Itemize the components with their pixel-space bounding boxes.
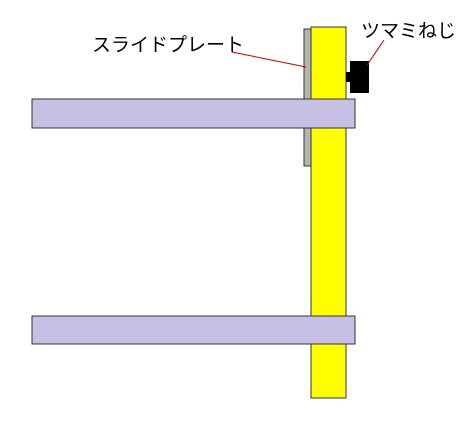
knob-screw-stem (346, 72, 351, 82)
knob-screw-label: ツマミねじ (361, 20, 456, 42)
knob-screw-leader-line (366, 39, 385, 66)
slide-plate-leader-line (231, 51, 307, 68)
slide-plate (303, 28, 312, 167)
slide-plate-label: スライドプレート (92, 34, 244, 56)
knob-screw (350, 61, 369, 93)
lower-arm (31, 315, 356, 345)
upper-arm (31, 98, 356, 129)
